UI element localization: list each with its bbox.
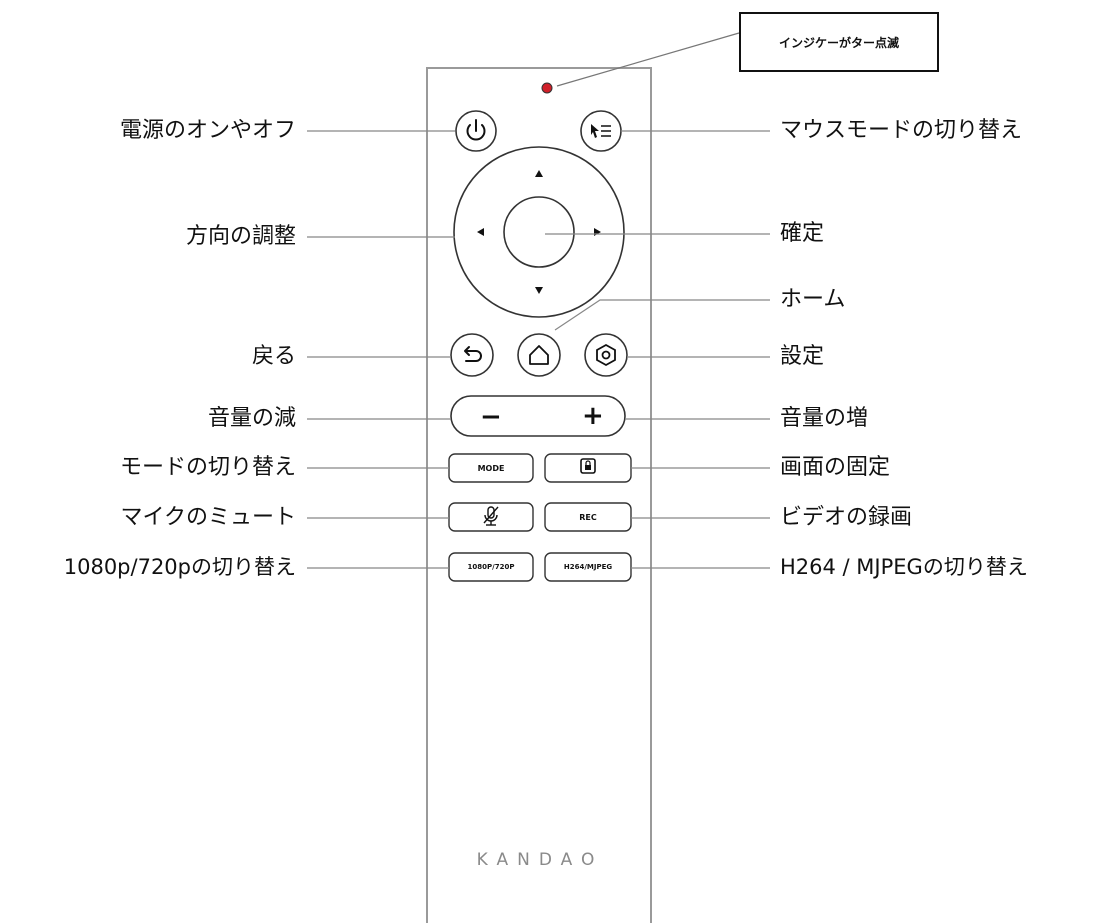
label-codec-switch: H264 / MJPEGの切り替え: [780, 555, 1028, 579]
label-home: ホーム: [780, 287, 846, 312]
resolution-button[interactable]: [448, 552, 534, 582]
ok-button[interactable]: [503, 196, 575, 268]
label-record: ビデオの録画: [780, 505, 913, 530]
back-button[interactable]: [450, 333, 494, 377]
label-mode-switch: モードの切り替え: [119, 455, 296, 480]
mic-mute-icon: [483, 506, 499, 526]
left-leader-lines: [307, 130, 455, 569]
label-mouse-mode: マウスモードの切り替え: [780, 118, 1023, 143]
label-resolution-switch: 1080p/720pの切り替え: [63, 555, 296, 579]
home-icon: [529, 345, 549, 365]
dpad-left-arrow-icon: [477, 228, 484, 236]
label-screen-lock: 画面の固定: [780, 455, 891, 480]
volume-pill: [450, 395, 626, 437]
leader-home: [554, 299, 770, 331]
resolution-button-label: 1080P/720P: [467, 563, 515, 571]
indicator-callout: インジケーがター点滅: [739, 12, 939, 72]
lock-icon: [580, 458, 596, 474]
label-mic-mute: マイクのミュート: [120, 505, 296, 530]
indicator-led: [541, 82, 553, 94]
settings-button[interactable]: [584, 333, 628, 377]
codec-button-label: H264/MJPEG: [563, 563, 613, 571]
indicator-leader-line: [556, 32, 740, 87]
back-arrow-icon: [464, 346, 482, 362]
rec-button-label: REC: [579, 513, 597, 522]
label-volume-down: 音量の減: [207, 406, 296, 431]
mouse-pointer-icon: [591, 124, 611, 138]
power-icon: [466, 119, 486, 141]
rec-button[interactable]: [544, 502, 632, 532]
dpad-down-arrow-icon: [535, 287, 543, 294]
brand-logo: KANDAO: [476, 850, 604, 870]
label-volume-up: 音量の増: [780, 406, 869, 431]
plus-symbol: +: [582, 401, 604, 431]
label-ok: 確定: [780, 221, 825, 246]
mic-mute-button[interactable]: [448, 502, 534, 532]
label-power: 電源のオンやオフ: [119, 118, 296, 143]
minus-symbol: −: [480, 402, 502, 432]
label-back: 戻る: [251, 344, 296, 369]
label-direction: 方向の調整: [185, 224, 296, 249]
codec-button[interactable]: [544, 552, 632, 582]
label-settings: 設定: [780, 344, 825, 369]
mode-button-label: MODE: [477, 464, 505, 473]
dpad-up-arrow-icon: [535, 170, 543, 177]
right-leader-lines: [545, 130, 770, 569]
home-button[interactable]: [517, 333, 561, 377]
gear-icon: [596, 343, 616, 367]
